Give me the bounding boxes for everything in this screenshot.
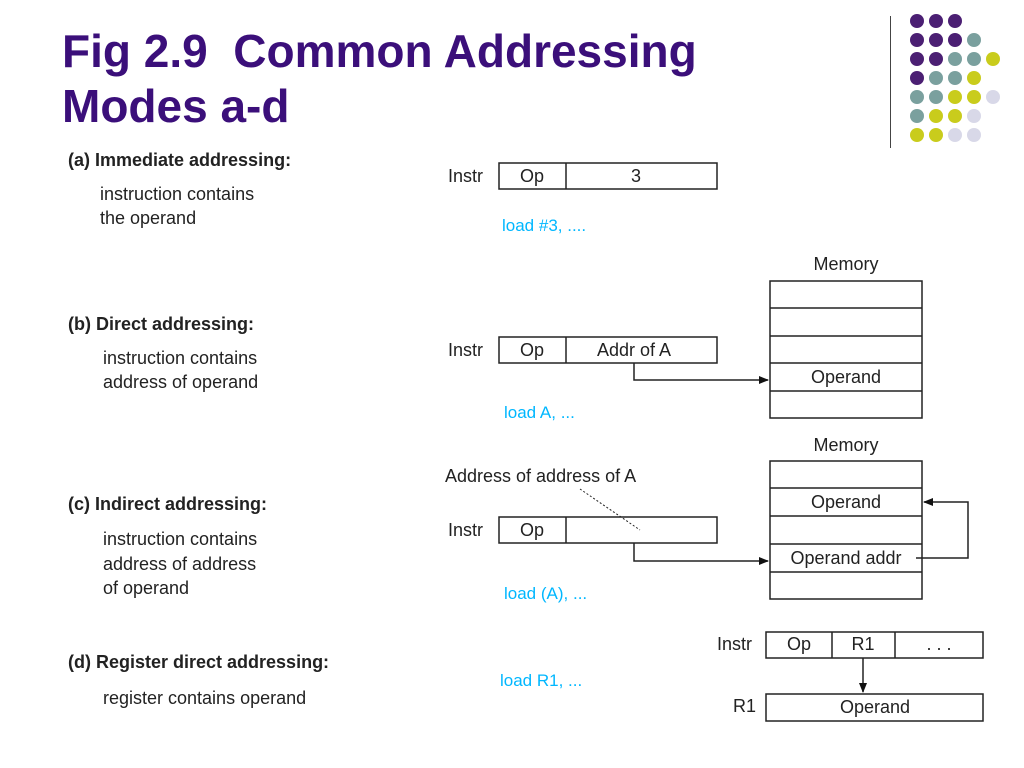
- dot: [948, 33, 962, 47]
- section-a-desc-2: the operand: [100, 208, 196, 228]
- direct-pointer-arrow: [633, 363, 769, 384]
- dot: [929, 14, 943, 28]
- dot: [910, 90, 924, 104]
- annotation-leader-line: [579, 488, 641, 531]
- dot: [986, 90, 1000, 104]
- dot: [910, 71, 924, 85]
- indirect-pointer-arrow: [633, 543, 769, 565]
- slide-title: Fig 2.9 Common Addressing Modes a-d: [62, 24, 862, 134]
- address-of-address-annotation: Address of address of A: [445, 466, 636, 486]
- register-r1-box: [765, 693, 984, 722]
- instr-box-c: [498, 516, 718, 544]
- dot: [910, 33, 924, 47]
- example-d: load R1, ...: [500, 671, 582, 690]
- section-b-desc-1: instruction contains: [103, 348, 257, 368]
- instr-label-c: Instr: [448, 520, 483, 540]
- instr-label-a: Instr: [448, 166, 483, 186]
- instr-label-b: Instr: [448, 340, 483, 360]
- section-c-heading: (c) Indirect addressing:: [68, 494, 267, 514]
- memory-label-b: Memory: [813, 254, 878, 274]
- dot: [967, 128, 981, 142]
- dot: [929, 33, 943, 47]
- dot: [948, 109, 962, 123]
- immediate-value: 3: [631, 166, 641, 186]
- operand-cell-b: Operand: [811, 367, 881, 387]
- dot: [967, 109, 981, 123]
- section-c-desc-3: of operand: [103, 578, 189, 598]
- instr-ellipsis: . . .: [926, 634, 951, 654]
- section-d-heading: (d) Register direct addressing:: [68, 652, 329, 672]
- instr-label-d: Instr: [717, 634, 752, 654]
- dot: [967, 33, 981, 47]
- section-c-desc-1: instruction contains: [103, 529, 257, 549]
- section-c-desc-2: address of address: [103, 554, 256, 574]
- indirect-loop-arrow: [916, 498, 969, 559]
- example-a: load #3, ....: [502, 216, 586, 235]
- dot: [948, 90, 962, 104]
- instr-box-d: [765, 631, 984, 659]
- op-label-c: Op: [520, 520, 544, 540]
- dot: [910, 128, 924, 142]
- dot: [967, 52, 981, 66]
- dot: [910, 14, 924, 28]
- memory-label-c: Memory: [813, 435, 878, 455]
- title-divider: [890, 16, 891, 148]
- operand-cell-c: Operand: [811, 492, 881, 512]
- dot: [967, 90, 981, 104]
- dot: [929, 52, 943, 66]
- op-label-a: Op: [520, 166, 544, 186]
- addr-of-a-label: Addr of A: [597, 340, 671, 360]
- example-c: load (A), ...: [504, 584, 587, 603]
- r1-field: R1: [851, 634, 874, 654]
- dot: [967, 71, 981, 85]
- instr-box-b: [498, 336, 718, 364]
- dot: [910, 109, 924, 123]
- op-label-d: Op: [787, 634, 811, 654]
- instr-box-a: [498, 162, 718, 190]
- dot: [929, 128, 943, 142]
- title-line-2: Modes a-d: [62, 80, 290, 133]
- register-label: R1: [733, 696, 756, 716]
- memory-block-c: [769, 460, 923, 600]
- dot: [929, 109, 943, 123]
- dot: [948, 14, 962, 28]
- dot: [929, 71, 943, 85]
- title-line-1: Fig 2.9 Common Addressing: [62, 25, 697, 77]
- operand-addr-cell: Operand addr: [790, 548, 901, 568]
- example-b: load A, ...: [504, 403, 575, 422]
- section-b-heading: (b) Direct addressing:: [68, 314, 254, 334]
- register-operand: Operand: [840, 697, 910, 717]
- dot: [948, 71, 962, 85]
- op-label-b: Op: [520, 340, 544, 360]
- dot: [929, 90, 943, 104]
- dot: [948, 128, 962, 142]
- dot: [910, 52, 924, 66]
- section-a-heading: (a) Immediate addressing:: [68, 150, 291, 170]
- decorative-dot-grid: [910, 14, 1020, 154]
- section-d-desc-1: register contains operand: [103, 688, 306, 708]
- dot: [986, 52, 1000, 66]
- section-a-desc-1: instruction contains: [100, 184, 254, 204]
- dot: [948, 52, 962, 66]
- section-b-desc-2: address of operand: [103, 372, 258, 392]
- memory-block-b: [769, 280, 923, 419]
